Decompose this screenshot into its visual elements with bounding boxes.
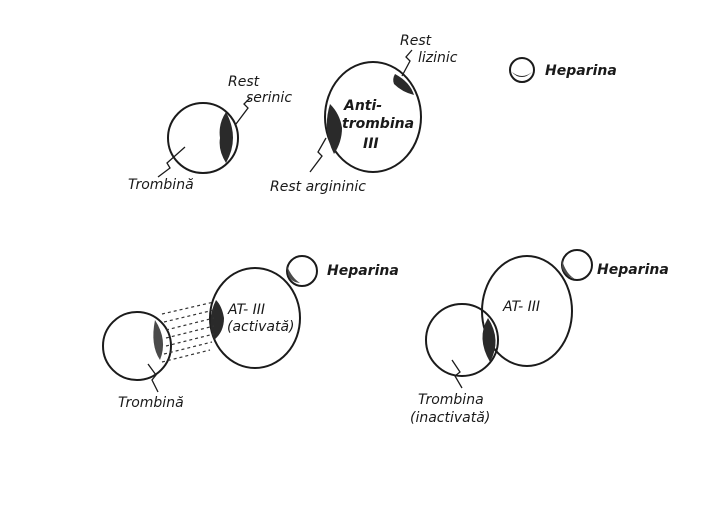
at3-activated-label-line2: (activată) bbox=[227, 319, 295, 335]
thrombin-approaching-circle bbox=[102, 311, 172, 381]
at3-activated-ellipse bbox=[209, 267, 301, 369]
thrombin-top: Rest serinic Trombină bbox=[128, 74, 292, 193]
serine-label-line1: Rest bbox=[228, 74, 260, 90]
bound-interface bbox=[482, 318, 496, 362]
complex-activating: AT- III (activată) Heparina Trombină bbox=[102, 255, 399, 411]
heparin-circle bbox=[509, 57, 535, 83]
lysine-label-line2: lizinic bbox=[418, 50, 458, 66]
complex-inactivated: AT- III Heparina Trombina (inactivată) bbox=[410, 249, 669, 426]
antithrombin-title-line3: III bbox=[363, 136, 379, 152]
lysine-label-pointer bbox=[401, 49, 413, 77]
heparin-right-label: Heparina bbox=[597, 262, 669, 278]
thrombin-circle bbox=[167, 102, 239, 174]
thrombin-inactivated-circle bbox=[425, 303, 499, 377]
antithrombin-ellipse bbox=[324, 61, 422, 173]
at3-label: AT- III bbox=[502, 299, 540, 315]
serine-label-line2: serinic bbox=[246, 90, 292, 106]
arginine-residue-site bbox=[326, 104, 342, 154]
thrombin-approaching-pointer bbox=[147, 363, 159, 393]
thrombin-approaching-site bbox=[153, 320, 164, 360]
thrombin-inactivated-pointer bbox=[451, 359, 463, 389]
at3-activated-label-line1: AT- III bbox=[227, 302, 265, 318]
thrombin-approaching-label: Trombină bbox=[118, 395, 184, 411]
antithrombin-top: Anti- trombina III Rest lizinic Rest arg… bbox=[270, 33, 458, 195]
heparin-right-site bbox=[562, 260, 575, 279]
heparin-bound-circle bbox=[286, 255, 318, 287]
heparin-bound-site bbox=[287, 266, 300, 283]
heparin-binding-mark bbox=[512, 72, 532, 77]
lysine-label-line1: Rest bbox=[400, 33, 432, 49]
thrombin-inactivated-label-line1: Trombina bbox=[418, 392, 484, 408]
heparin-label: Heparina bbox=[545, 63, 617, 79]
heparin-top: Heparina bbox=[509, 57, 617, 83]
heparin-right-circle bbox=[561, 249, 593, 281]
arginine-label: Rest argininic bbox=[270, 179, 366, 195]
activation-hatching bbox=[161, 301, 215, 363]
antithrombin-title-line1: Anti- bbox=[343, 98, 382, 114]
antithrombin-title-line2: trombina bbox=[342, 116, 414, 132]
thrombin-label-pointer bbox=[157, 146, 186, 178]
arginine-label-pointer bbox=[309, 137, 327, 173]
heparin-bound-label: Heparina bbox=[327, 263, 399, 279]
serine-label-pointer bbox=[235, 97, 251, 125]
thrombin-label: Trombină bbox=[128, 177, 194, 193]
thrombin-inactivated-label-line2: (inactivată) bbox=[410, 410, 490, 426]
at3-activated-site bbox=[210, 300, 224, 340]
serine-residue-site bbox=[219, 112, 233, 163]
lysine-residue-site bbox=[393, 74, 414, 95]
